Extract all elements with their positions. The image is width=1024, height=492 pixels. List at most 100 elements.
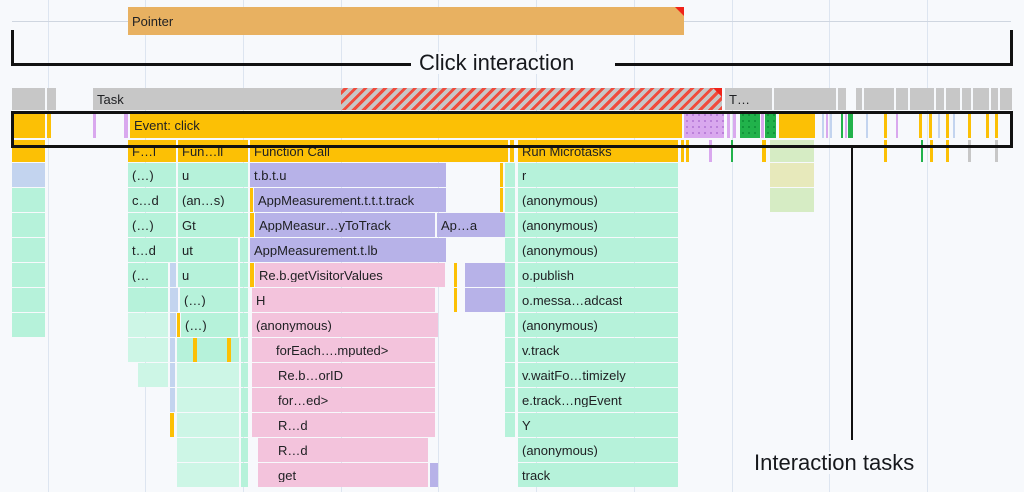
event-row-lilac-tick3[interactable] [727,112,730,138]
row14-teal2[interactable] [241,438,248,462]
row15-teal-b[interactable] [177,463,239,487]
row9-teal-a[interactable] [128,313,168,337]
row4-an[interactable]: (an…s) [178,188,248,212]
row3-teal-edge[interactable] [505,163,515,187]
row7-purple[interactable] [465,263,507,287]
task-bar-r5[interactable] [896,88,908,110]
row15-track[interactable]: track [518,463,678,487]
task-bar-r3[interactable] [856,88,862,110]
row6-ut[interactable]: ut [178,238,238,262]
row9-teal2[interactable] [240,313,248,337]
row14-anon[interactable]: (anonymous) [518,438,678,462]
fn-row-left[interactable] [12,140,45,162]
fn-row-fun[interactable]: Fun…ll [178,140,248,162]
row13-fn[interactable]: R…d [252,413,435,437]
row15-fn[interactable]: get [258,463,428,487]
event-row-left-tick[interactable] [47,112,51,138]
row3-fn[interactable]: t.b.t.u [250,163,446,187]
row11-teal-b[interactable] [177,363,239,387]
row10-left-a[interactable] [128,338,168,362]
event-row-left[interactable] [12,112,45,138]
row13-teal2[interactable] [241,413,248,437]
row8-left-block[interactable] [12,288,45,312]
row11-fn[interactable]: Re.b…orID [252,363,435,387]
row8-teal2[interactable] [240,288,248,312]
row15-teal2[interactable] [241,463,248,487]
row12-etrack[interactable]: e.track…ngEvent [518,388,678,412]
row8-teal-edge[interactable] [505,288,515,312]
row6-left-block[interactable] [12,238,45,262]
row10-teal2[interactable] [241,338,248,362]
row11-blue[interactable] [170,363,175,387]
fn-row-tick1[interactable] [510,140,514,162]
row9-paren[interactable]: (…) [181,313,238,337]
row5-anon[interactable]: (anonymous) [518,213,678,237]
row7-teal2[interactable] [240,263,248,287]
row7-paren[interactable]: (… [128,263,168,287]
row3-r[interactable]: r [518,163,678,187]
row8-teal-a[interactable] [128,288,168,312]
task-bar-r11[interactable] [991,88,998,110]
row12-teal-b[interactable] [177,388,239,412]
fn-row-f[interactable]: F…l [128,140,176,162]
row4-teal-edge[interactable] [505,188,515,212]
event-row-lilac-tick4[interactable] [733,112,736,138]
task-bar-r1[interactable] [774,88,836,110]
row7-blue[interactable] [170,263,176,287]
row4-fn[interactable]: AppMeasurement.t.t.t.track [254,188,446,212]
row7-publish[interactable]: o.publish [518,263,678,287]
row12-fn[interactable]: for…ed> [252,388,435,412]
row5-teal-edge[interactable] [505,213,515,237]
task-bar-r4[interactable] [864,88,894,110]
row13-teal-b[interactable] [177,413,239,437]
row14-fn[interactable]: R…d [258,438,428,462]
task-bar-longtask-hatch[interactable] [341,88,722,110]
row8-fn[interactable]: H [252,288,435,312]
row11-left-a[interactable] [138,363,168,387]
row6-teal-edge[interactable] [505,238,515,262]
row3-paleyellow[interactable] [770,163,814,187]
task-bar-r10[interactable] [973,88,989,110]
row7-left-block[interactable] [12,263,45,287]
task-bar-r2[interactable] [838,88,846,110]
row11-wait[interactable]: v.waitFo…timizely [518,363,678,387]
event-row-lilac-tick5[interactable] [761,112,764,138]
row9-anon[interactable]: (anonymous) [518,313,678,337]
row9-teal-edge[interactable] [505,313,515,337]
event-row-lilac-tick2[interactable] [124,112,128,138]
row10-teal-edge[interactable] [505,338,515,362]
row11-teal-edge[interactable] [505,363,515,387]
task-bar-main[interactable]: Task [93,88,341,110]
row5-fn[interactable]: AppMeasur…yToTrack [255,213,435,237]
row6-fn[interactable]: AppMeasurement.t.lb [250,238,446,262]
row8-broadcast[interactable]: o.messa…adcast [518,288,678,312]
row8-blue[interactable] [170,288,178,312]
pointer-bar[interactable]: Pointer [128,7,684,35]
row10-fn[interactable]: forEach….mputed> [252,338,435,362]
task-bar-r8[interactable] [946,88,960,110]
row5-paren[interactable]: (…) [128,213,176,237]
task-bar-left[interactable] [12,88,45,110]
row7-u[interactable]: u [178,263,238,287]
task-bar-r9[interactable] [962,88,971,110]
fn-row-runmicrotasks[interactable]: Run Microtasks [518,140,678,162]
row13-teal-edge[interactable] [505,413,515,437]
row3-paren[interactable]: (…) [128,163,176,187]
event-row-gc-block2[interactable] [765,112,776,138]
row9-left-block[interactable] [12,313,45,337]
row7-teal-edge[interactable] [505,263,515,287]
row8-purple[interactable] [465,288,507,312]
task-bar-r6[interactable] [910,88,934,110]
row7-fn[interactable]: Re.b.getVisitorValues [255,263,445,287]
row4-palegreen[interactable] [770,188,814,212]
event-row-lilac-tick[interactable] [93,112,96,138]
row13-y[interactable]: Y [518,413,678,437]
row3-left-block[interactable] [12,163,45,187]
task-bar-t[interactable]: T… [725,88,772,110]
row4-left-block[interactable] [12,188,45,212]
row9-fn[interactable]: (anonymous) [252,313,438,337]
row14-teal-b[interactable] [177,438,239,462]
task-bar-left2[interactable] [47,88,56,110]
row6-teal2[interactable] [240,238,248,262]
row9-blue[interactable] [170,313,176,337]
